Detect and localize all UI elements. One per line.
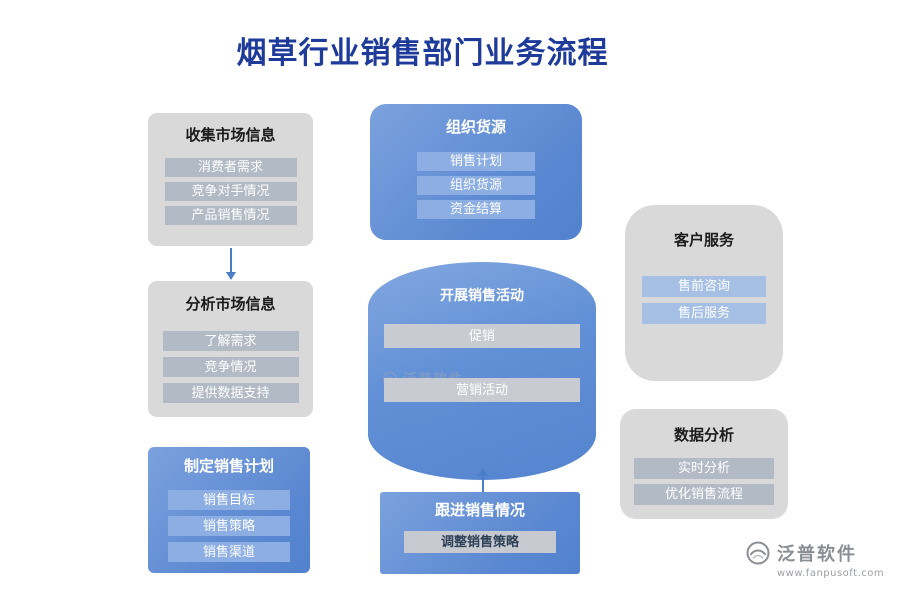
up-arrow-icon: [478, 468, 488, 492]
brand-url: www.fanpusoft.com: [777, 568, 885, 579]
node-item: 营销活动: [384, 378, 580, 402]
node-item: 产品销售情况: [164, 205, 297, 225]
node-collect-market-info: 收集市场信息 消费者需求 竞争对手情况 产品销售情况: [148, 113, 313, 246]
node-title: 跟进销售情况: [434, 501, 525, 519]
node-data-analysis: 数据分析 实时分析 优化销售流程: [620, 409, 788, 519]
node-title: 客户服务: [673, 231, 734, 249]
node-item: 销售策略: [168, 516, 290, 536]
node-title: 组织货源: [445, 118, 506, 136]
node-item: 售前咨询: [642, 276, 766, 297]
node-item: 竞争情况: [162, 357, 299, 377]
node-item: 促销: [384, 324, 580, 348]
node-item: 优化销售流程: [634, 483, 774, 505]
node-item: 提供数据支持: [162, 383, 299, 403]
node-item: 组织货源: [417, 175, 535, 195]
brand-name: 泛普软件: [777, 544, 857, 565]
arrow-shaft: [482, 476, 484, 492]
node-item: 调整销售策略: [404, 531, 556, 553]
node-item: 销售目标: [168, 490, 290, 510]
node-item: 资金结算: [417, 199, 535, 219]
node-follow-up-sales: 跟进销售情况 调整销售策略: [380, 492, 580, 574]
arrow-head: [478, 468, 488, 476]
node-title: 制定销售计划: [183, 457, 274, 475]
node-item: 实时分析: [634, 457, 774, 479]
node-item: 了解需求: [162, 331, 299, 351]
down-arrow-icon: [226, 248, 236, 280]
node-item: 销售计划: [417, 151, 535, 171]
node-customer-service: 客户服务 售前咨询 售后服务: [625, 205, 783, 381]
node-title: 收集市场信息: [185, 126, 276, 144]
node-item: 销售渠道: [168, 542, 290, 562]
arrow-shaft: [230, 248, 232, 272]
node-analyze-market-info: 分析市场信息 了解需求 竞争情况 提供数据支持: [148, 281, 313, 417]
fanpu-logo-icon: [746, 541, 770, 565]
node-item: 售后服务: [642, 303, 766, 324]
node-make-sales-plan: 制定销售计划 销售目标 销售策略 销售渠道: [148, 447, 310, 573]
node-organize-supply: 组织货源 销售计划 组织货源 资金结算: [370, 104, 582, 240]
node-title: 开展销售活动: [440, 288, 524, 304]
node-sales-activities-cylinder: 开展销售活动 促销 营销活动: [368, 262, 596, 480]
node-item: 消费者需求: [164, 157, 297, 177]
arrow-head: [226, 272, 236, 280]
node-title: 数据分析: [673, 426, 734, 444]
fanpu-brand: 泛普软件 www.fanpusoft.com: [745, 540, 895, 579]
node-item: 竞争对手情况: [164, 181, 297, 201]
node-title: 分析市场信息: [185, 295, 276, 313]
page-title: 烟草行业销售部门业务流程: [236, 36, 609, 71]
